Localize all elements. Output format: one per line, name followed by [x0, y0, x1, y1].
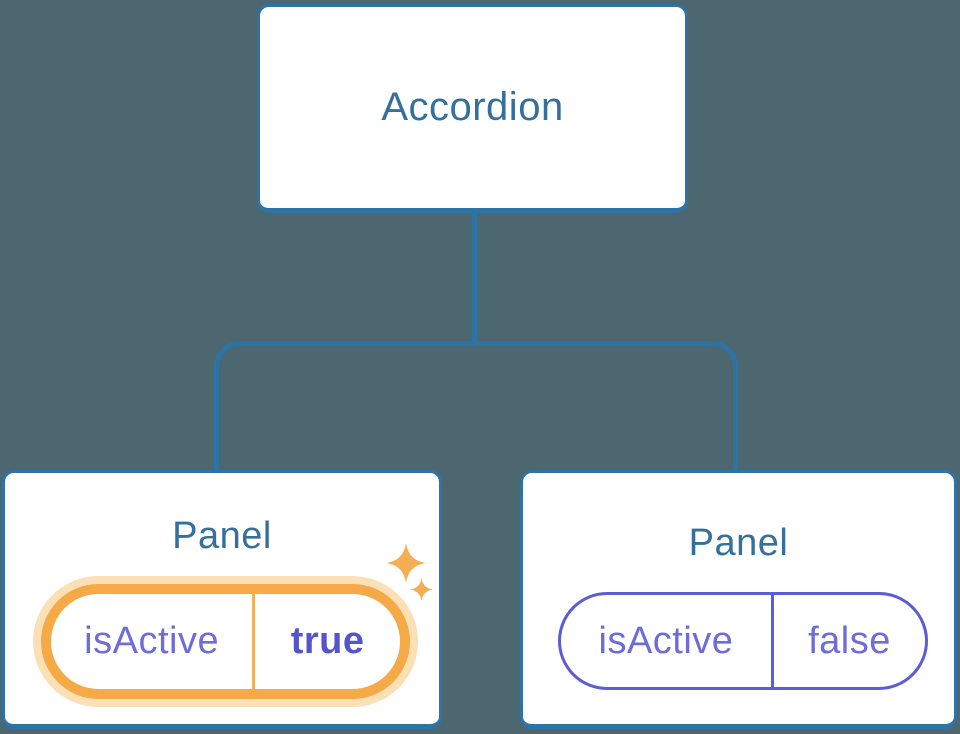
panel-node-active: Panel isActive true: [2, 470, 442, 729]
pill-divider: [252, 594, 256, 689]
accordion-node: Accordion: [257, 4, 688, 213]
sparkle-icon-small: [410, 578, 433, 601]
state-value-label: false: [808, 619, 891, 662]
pill-divider: [770, 595, 774, 687]
panel-node-inactive: Panel isActive false: [520, 470, 957, 729]
panel-node-title: Panel: [172, 515, 272, 557]
state-key-label: isActive: [84, 620, 220, 662]
connector-branch: [214, 341, 738, 471]
accordion-node-label: Accordion: [381, 85, 564, 129]
state-key-label: isActive: [598, 619, 734, 662]
state-pill-active: isActive true: [41, 584, 410, 699]
panel-node-title: Panel: [688, 522, 789, 564]
connector-stem: [472, 212, 477, 346]
sparkle-icon-large: [386, 543, 426, 583]
state-value-label: true: [290, 620, 365, 662]
state-pill-inactive: isActive false: [558, 592, 928, 690]
